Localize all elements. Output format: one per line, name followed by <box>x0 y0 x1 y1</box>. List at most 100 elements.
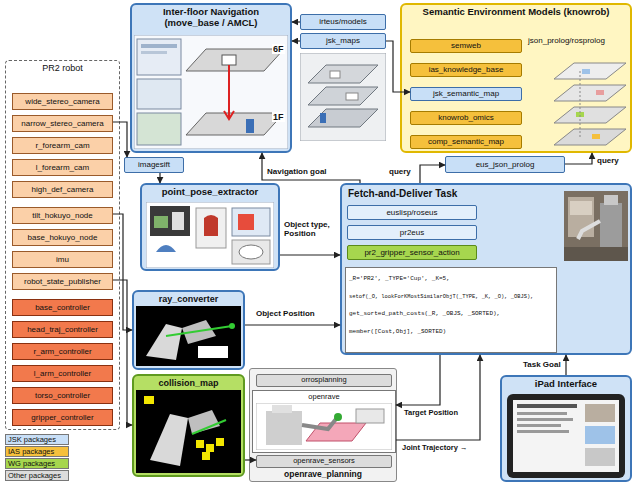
code-line: get_sorted_path_costs(_R, _OBJS, _SORTED… <box>349 311 500 318</box>
illustration-part <box>320 113 326 123</box>
connector-arrow <box>420 165 445 183</box>
sensor-node-box: robot_state_publisher <box>12 273 113 290</box>
ray-projection-illustration <box>136 306 241 366</box>
package-box: orrosplanning <box>256 374 392 387</box>
edge-label-holder: query <box>596 156 620 165</box>
edge-label-holder: Task Goal <box>522 360 562 369</box>
edge-label: query <box>596 156 620 165</box>
legend-row: Other packages <box>5 470 69 481</box>
illustration-part <box>146 202 274 268</box>
node-label: comp_semantic_map <box>428 137 504 146</box>
node-label: high_def_camera <box>32 185 94 194</box>
illustration-part <box>150 206 190 236</box>
controller-box: base_controller <box>12 299 113 316</box>
connector-arrow <box>565 355 566 375</box>
package-box: eus_json_prolog <box>445 156 565 173</box>
edge-label-holder: Navigation goal <box>266 167 328 176</box>
connector-arrow <box>292 40 300 41</box>
legend-text: WG packages <box>5 458 69 469</box>
illustration-part <box>202 452 210 460</box>
edge-label: Target Position <box>403 409 459 418</box>
package-box: jsk_semantic_map <box>410 87 522 101</box>
node-label: wide_stereo_camera <box>25 97 99 106</box>
illustration-part <box>216 438 224 446</box>
controller-box: l_arm_controller <box>12 365 113 382</box>
edge-label: Object Position <box>255 309 316 318</box>
edge-label-holder: Object type, Position <box>283 220 339 238</box>
sensor-node-box: narrow_stereo_camera <box>12 115 113 132</box>
illustration-part <box>228 65 230 119</box>
module-panel: ray_converter <box>132 290 245 370</box>
floor-label-holder: 6F <box>272 44 285 54</box>
illustration-part <box>266 411 302 445</box>
package-box: euslisp/roseus <box>347 205 477 220</box>
panel-title: point_pose_extractor <box>162 187 259 198</box>
illustration-part <box>256 403 392 450</box>
robot-photo-illustration <box>564 191 628 261</box>
panel-title: PR2 robot <box>42 63 83 73</box>
illustration-part <box>596 90 604 95</box>
node-label: base_hokuyo_node <box>28 233 98 242</box>
illustration-part <box>137 113 181 145</box>
illustration-part <box>507 394 625 478</box>
illustration-part <box>246 119 254 133</box>
group-title: openrave_planning <box>284 470 362 480</box>
package-box: knowrob_omics <box>410 111 522 125</box>
node-label: robot_state_publisher <box>24 277 101 286</box>
edge-label: Object type, Position <box>283 220 339 238</box>
illustration-part <box>554 85 626 101</box>
floor-label-holder: 1F <box>272 112 285 122</box>
illustration-part <box>239 245 263 259</box>
edge-label-holder: Object Position <box>255 309 316 318</box>
connector-arrow <box>565 153 592 164</box>
semantic-map-illustration <box>552 57 628 147</box>
illustration-part <box>300 53 386 141</box>
illustration-part <box>150 414 188 466</box>
illustration-part <box>198 346 228 358</box>
sensor-node-box: imu <box>12 251 113 268</box>
legend-text: IAS packages <box>5 446 69 457</box>
node-label: jsk_semantic_map <box>433 89 499 98</box>
illustration-part <box>154 216 168 228</box>
illustration-part <box>172 212 184 230</box>
panel-title: collision_map <box>158 378 218 388</box>
illustration-part <box>134 35 288 149</box>
illustration-part <box>146 324 182 360</box>
edge-label: Task Goal <box>522 360 562 369</box>
illustration-part <box>600 203 622 247</box>
illustration-part <box>517 412 567 415</box>
illustration-part <box>224 111 234 119</box>
illustration-part <box>585 448 615 466</box>
node-label: irteus/models <box>319 17 367 26</box>
controller-box: r_arm_controller <box>12 343 113 360</box>
illustration-part <box>513 400 619 472</box>
package-box: imagesift <box>124 157 184 173</box>
legend-row: JSK packages <box>5 434 69 445</box>
illustration-part <box>604 195 618 205</box>
node-label: narrow_stereo_camera <box>21 119 103 128</box>
illustration-part <box>564 191 628 261</box>
node-label: knowrob_omics <box>438 113 494 122</box>
legend-row: WG packages <box>5 458 69 469</box>
package-box: ias_knowledge_base <box>410 63 522 77</box>
code-line: member([Cost,Obj], _SORTED) <box>349 329 446 336</box>
connector-arrow <box>280 254 340 255</box>
sensor-node-box: base_hokuyo_node <box>12 229 113 246</box>
package-box: comp_semantic_map <box>410 135 522 149</box>
illustration-part <box>144 396 154 404</box>
panel-title: ray_converter <box>159 294 219 304</box>
node-label: euslisp/roseus <box>386 208 437 217</box>
object-recognition-illustration <box>146 202 274 268</box>
node-label: imu <box>56 255 69 264</box>
connector-arrow <box>245 324 340 325</box>
module-panel: iPad Interface <box>500 375 632 482</box>
illustration-part <box>229 323 235 329</box>
package-box: openrave_sensors <box>256 455 392 468</box>
illustration-part <box>186 113 284 135</box>
illustration-part <box>222 55 236 65</box>
code-box: _R='PR2', _TYPE='Cup', _K=5,setof(_O, lo… <box>345 267 557 353</box>
node-label: l_arm_controller <box>34 369 91 378</box>
task-panel: Fetch-and-Deliver Taskeuslisp/roseuspr2e… <box>340 183 632 355</box>
node-label: pr2_gripper_sensor_action <box>364 248 459 257</box>
illustration-part <box>517 430 569 433</box>
